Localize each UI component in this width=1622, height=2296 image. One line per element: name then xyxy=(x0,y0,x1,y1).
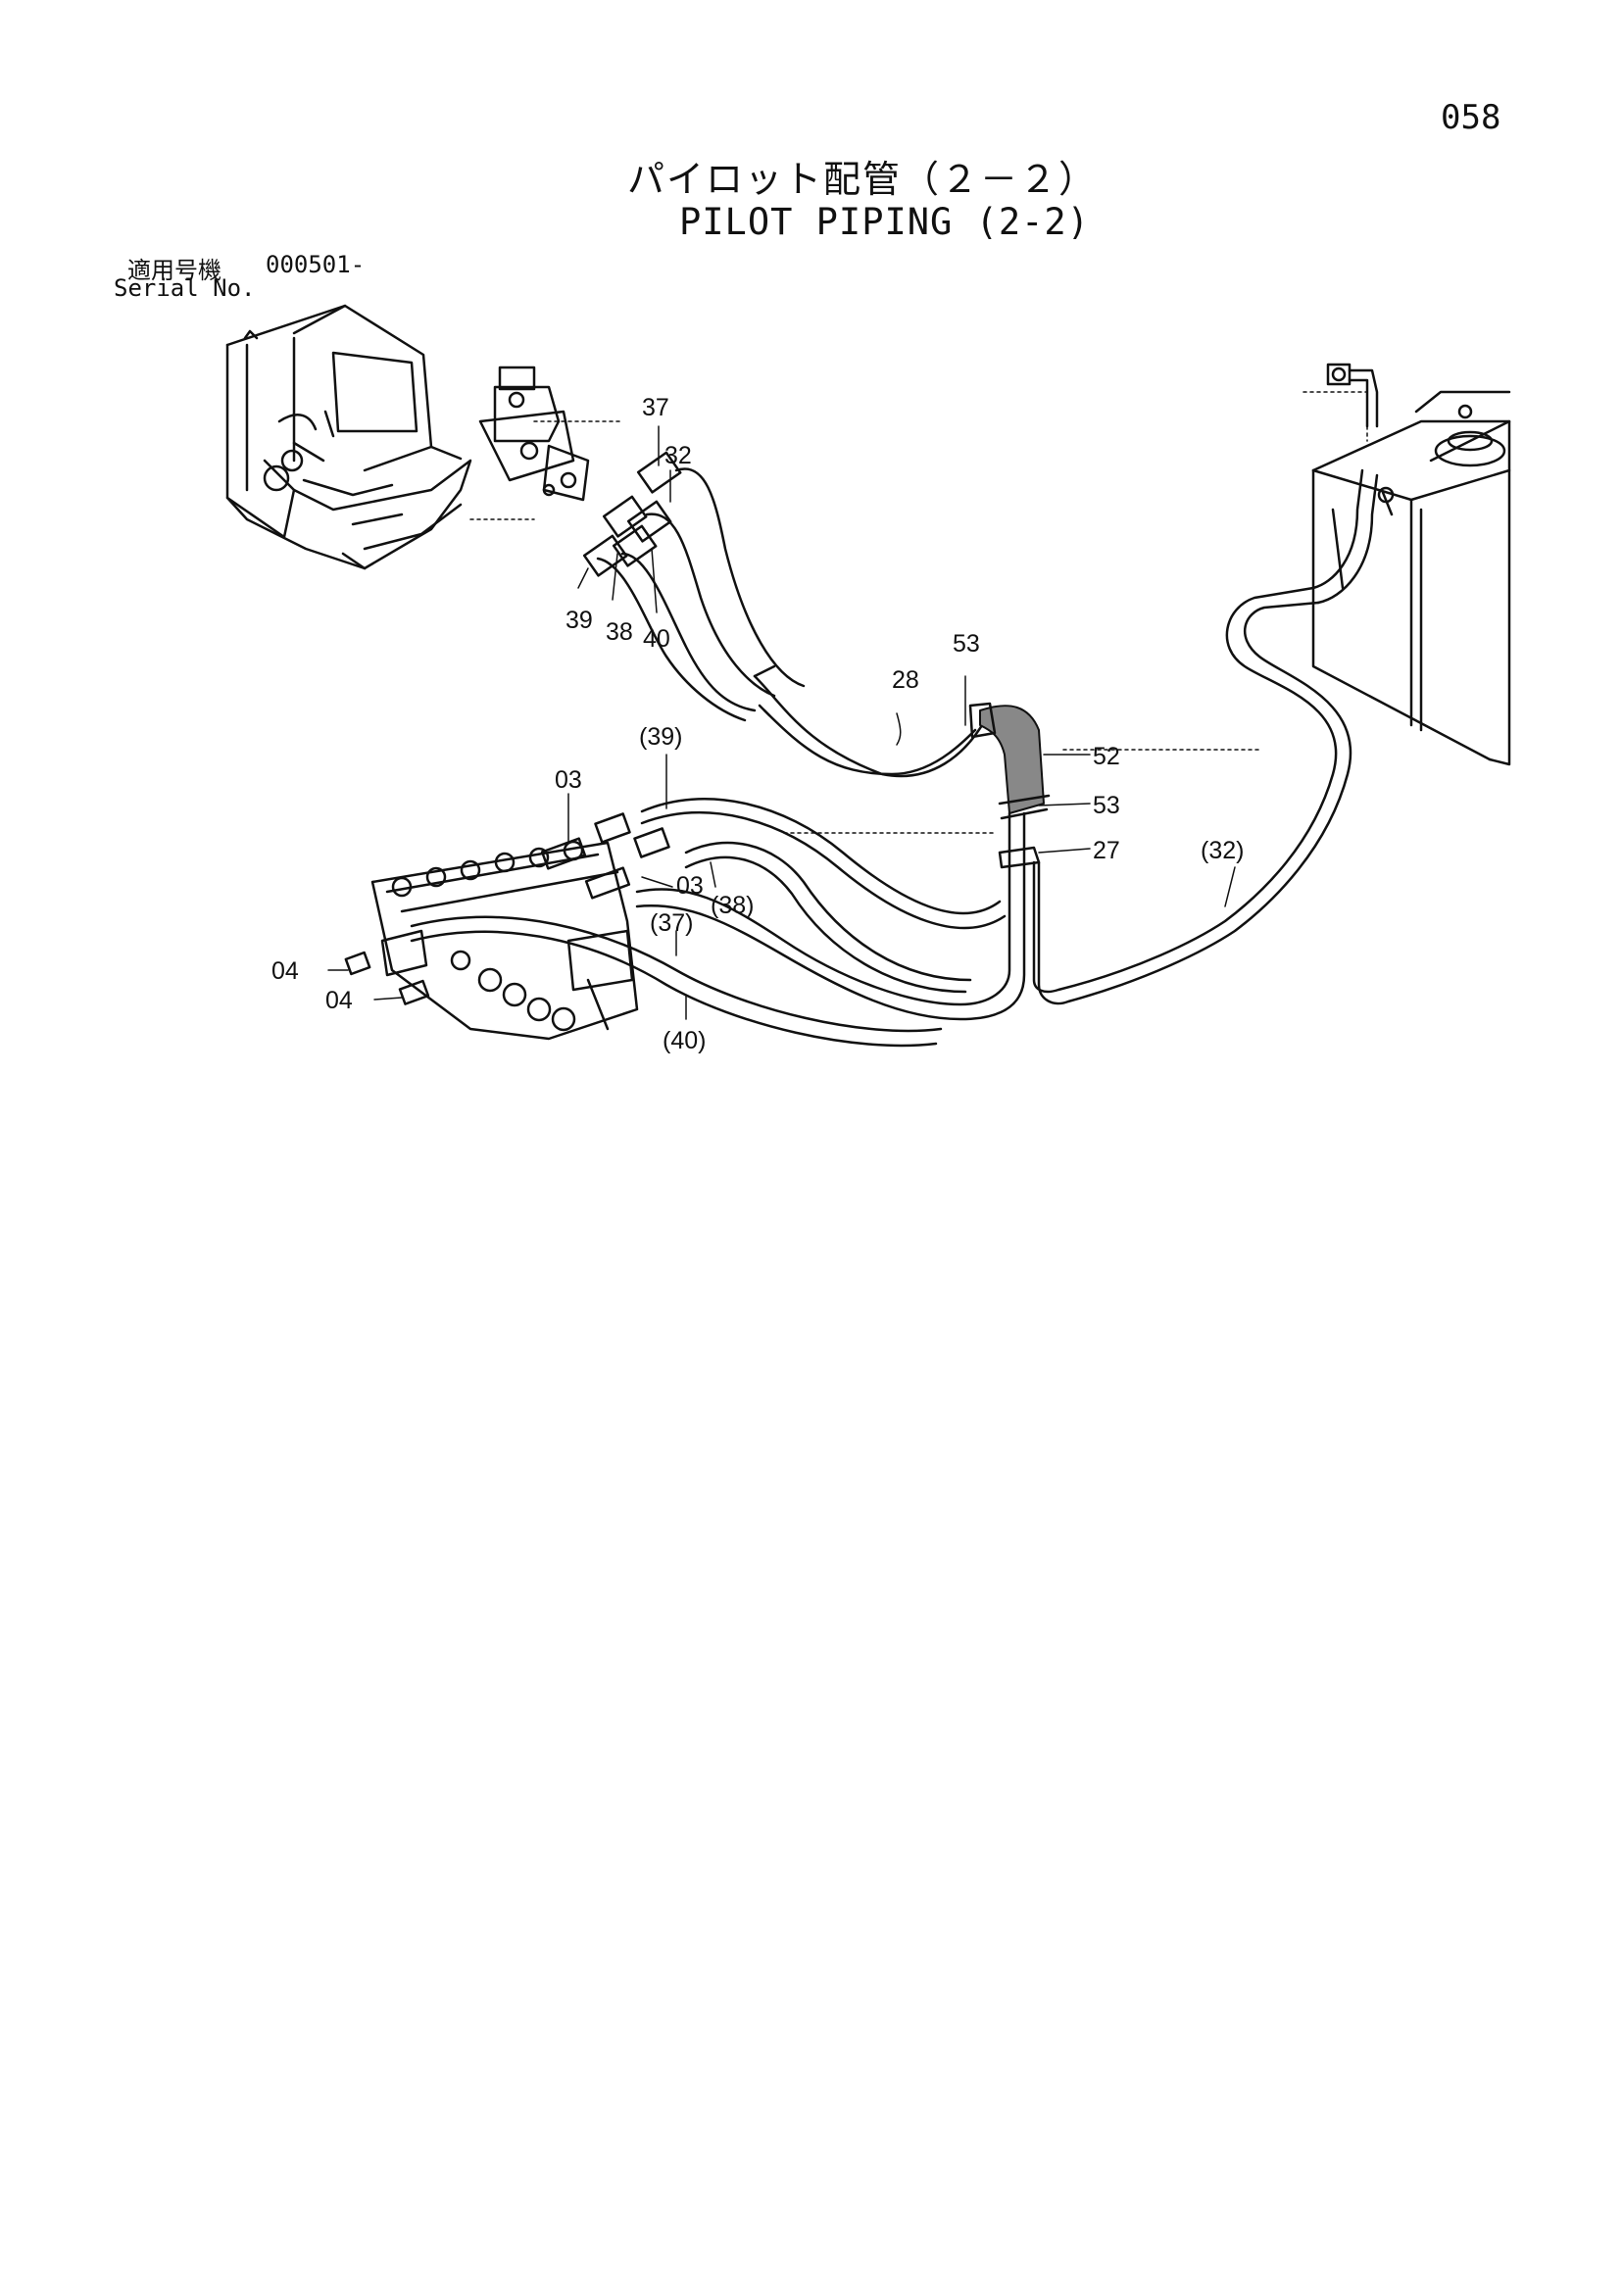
callout-38: 38 xyxy=(606,618,633,646)
serial-number: 000501- xyxy=(266,251,366,278)
callout-04-top: 04 xyxy=(271,957,299,985)
serial-label: Serial No. xyxy=(114,274,256,302)
callout-40-ref: (40) xyxy=(663,1027,706,1054)
callout-32: 32 xyxy=(664,442,692,469)
callout-40: 40 xyxy=(643,625,670,653)
callout-32-ref: (32) xyxy=(1201,837,1244,864)
adapter-fittings xyxy=(344,812,670,1005)
callout-37-ref: (37) xyxy=(650,909,693,937)
control-valve xyxy=(370,840,639,1041)
page-title: PILOT PIPING (2-2) xyxy=(679,201,1090,243)
callout-53-top: 53 xyxy=(953,630,980,658)
callout-03-top: 03 xyxy=(555,766,582,794)
callout-38-ref: (38) xyxy=(711,892,754,919)
callout-27: 27 xyxy=(1093,837,1120,864)
callout-52: 52 xyxy=(1093,743,1120,770)
callout-37: 37 xyxy=(642,394,669,421)
excavator-overview xyxy=(225,304,472,570)
serial-label-japanese: 適用号機 xyxy=(127,257,221,284)
callout-03: 03 xyxy=(676,872,704,900)
elbow-fitting xyxy=(1326,363,1379,428)
page-number: 058 xyxy=(1441,98,1501,137)
main-hoses xyxy=(635,468,1379,1021)
callout-53: 53 xyxy=(1093,792,1120,819)
callout-39: 39 xyxy=(565,607,593,634)
callout-leaders xyxy=(327,425,1236,1020)
leader-lines xyxy=(469,391,1368,834)
callout-04: 04 xyxy=(325,987,353,1014)
pilot-valve xyxy=(478,366,590,502)
callout-28: 28 xyxy=(892,666,919,694)
page-title-japanese: パイロット配管（２－２） xyxy=(627,158,1099,201)
hydraulic-tank xyxy=(1311,390,1511,766)
hose-bundle xyxy=(596,467,987,778)
control-valve-hoses xyxy=(410,798,1007,1048)
callout-39-ref: (39) xyxy=(639,723,682,751)
